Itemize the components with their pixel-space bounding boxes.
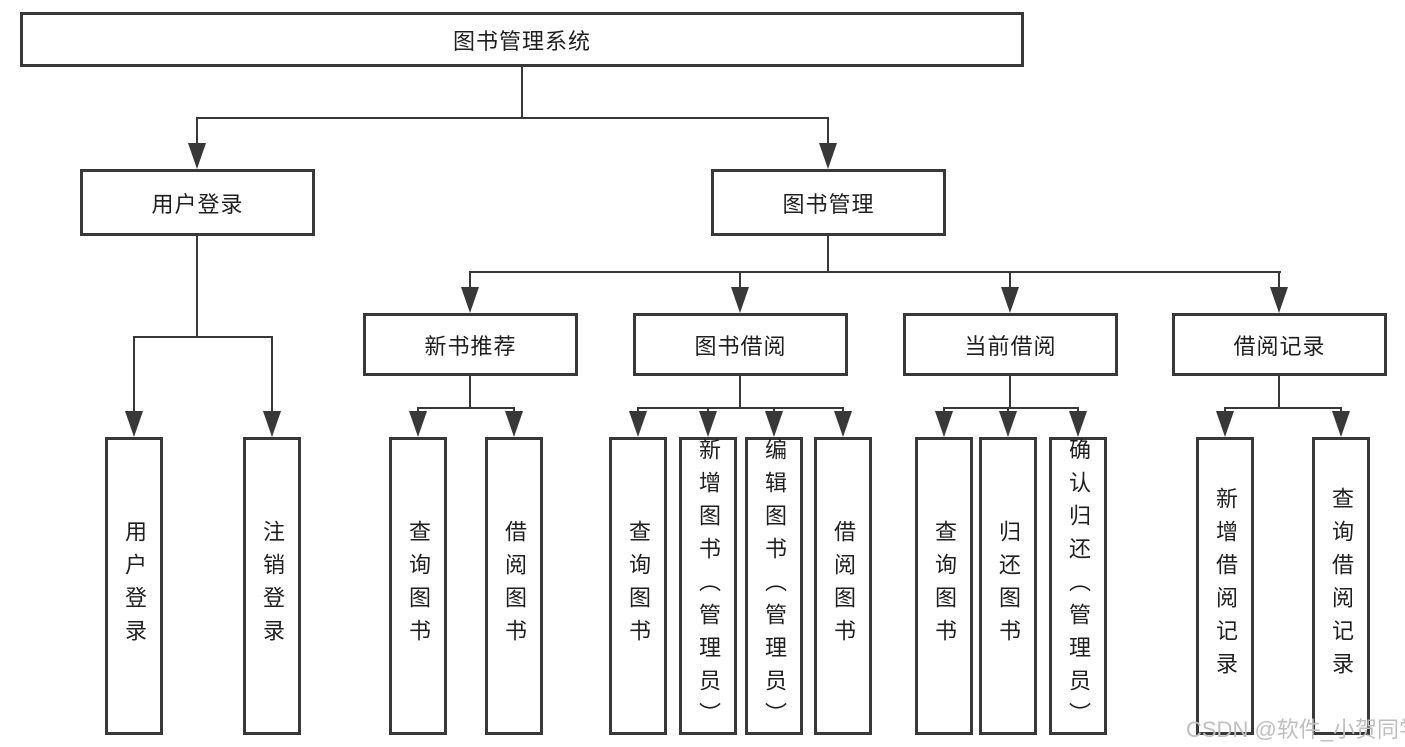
leaf-borrowing-borrow-books: 借阅图书	[814, 437, 872, 735]
connector-line	[196, 117, 198, 145]
connector-line	[827, 117, 829, 145]
leaf-records-add-record: 新增借阅记录	[1196, 437, 1254, 735]
leaf-borrowing-query-books: 查询图书	[609, 437, 667, 735]
connector-line	[1278, 271, 1280, 289]
arrow-down-icon	[188, 143, 206, 169]
connector-line	[469, 271, 1281, 273]
connector-line	[1278, 376, 1280, 409]
arrow-down-icon	[819, 143, 837, 169]
connector-line	[637, 407, 844, 409]
node-label: 新书推荐	[424, 333, 517, 359]
leaf-borrowing-add-books-admin: 新增图书（管理员）	[679, 437, 737, 735]
node-label: 编辑图书（管理员）	[762, 437, 787, 735]
connector-line	[1009, 271, 1011, 289]
arrow-down-icon	[1270, 287, 1288, 313]
node-library-system: 图书管理系统	[20, 12, 1024, 67]
connector-line	[773, 407, 775, 414]
node-label: 查询图书	[626, 520, 651, 652]
node-borrow-records: 借阅记录	[1172, 313, 1387, 376]
connector-line	[637, 407, 639, 414]
connector-line	[739, 271, 741, 289]
connector-line	[417, 407, 515, 409]
arrow-down-icon	[1332, 411, 1350, 437]
node-label: 当前借阅	[964, 333, 1057, 359]
connector-line	[271, 336, 273, 413]
arrow-down-icon	[1216, 411, 1234, 437]
arrow-down-icon	[629, 411, 647, 437]
connector-line	[417, 407, 419, 414]
leaf-recommend-borrow-books: 借阅图书	[485, 437, 543, 735]
node-label: 确认归还（管理员）	[1066, 437, 1091, 735]
arrow-down-icon	[1001, 287, 1019, 313]
node-label: 借阅图书	[831, 520, 856, 652]
arrow-down-icon	[461, 287, 479, 313]
connector-line	[469, 271, 471, 289]
leaf-recommend-query-books: 查询图书	[389, 437, 447, 735]
connector-line	[513, 407, 515, 414]
connector-line	[1340, 407, 1342, 414]
connector-line	[1077, 407, 1079, 414]
arrow-down-icon	[999, 411, 1017, 437]
node-label: 借阅记录	[1233, 333, 1326, 359]
arrow-down-icon	[505, 411, 523, 437]
node-label: 查询借阅记录	[1329, 487, 1354, 685]
node-book-management: 图书管理	[711, 169, 946, 236]
connector-line	[133, 336, 273, 338]
leaf-user-login: 用户登录	[105, 437, 163, 735]
arrow-down-icon	[731, 287, 749, 313]
leaf-logout: 注销登录	[243, 437, 301, 735]
leaf-records-query-record: 查询借阅记录	[1312, 437, 1370, 735]
leaf-borrowing-edit-books-admin: 编辑图书（管理员）	[745, 437, 803, 735]
connector-line	[943, 407, 945, 414]
node-user-login-branch: 用户登录	[80, 169, 315, 236]
connector-line	[739, 376, 741, 409]
connector-line	[469, 376, 471, 409]
node-label: 新增借阅记录	[1213, 487, 1238, 685]
node-label: 新增图书（管理员）	[696, 437, 721, 735]
connector-line	[1007, 407, 1009, 414]
arrow-down-icon	[263, 411, 281, 437]
connector-line	[196, 117, 829, 119]
arrow-down-icon	[1069, 411, 1087, 437]
node-label: 注销登录	[260, 520, 285, 652]
node-current-borrowing: 当前借阅	[903, 313, 1118, 376]
watermark: CSDN @软件_小贺同学	[1186, 717, 1405, 742]
node-label: 图书管理系统	[452, 28, 591, 54]
connector-line	[1224, 407, 1226, 414]
connector-line	[707, 407, 709, 414]
node-label: 归还图书	[996, 520, 1021, 652]
node-label: 查询图书	[932, 520, 957, 652]
node-label: 查询图书	[406, 520, 431, 652]
node-book-borrowing: 图书借阅	[633, 313, 848, 376]
arrow-down-icon	[125, 411, 143, 437]
node-new-book-recommend: 新书推荐	[363, 313, 578, 376]
arrow-down-icon	[409, 411, 427, 437]
connector-line	[196, 236, 198, 336]
connector-line	[521, 67, 523, 117]
connector-line	[827, 236, 829, 273]
arrow-down-icon	[699, 411, 717, 437]
node-label: 用户登录	[151, 191, 244, 217]
node-label: 用户登录	[122, 520, 147, 652]
connector-line	[842, 407, 844, 414]
connector-line	[943, 407, 1079, 409]
connector-line	[1224, 407, 1342, 409]
connector-line	[1009, 375, 1011, 409]
arrow-down-icon	[834, 411, 852, 437]
leaf-current-query-books: 查询图书	[915, 437, 973, 735]
node-label: 图书借阅	[694, 333, 787, 359]
arrow-down-icon	[765, 411, 783, 437]
connector-line	[133, 336, 135, 413]
leaf-current-return-books: 归还图书	[979, 437, 1037, 735]
node-label: 图书管理	[782, 191, 875, 217]
node-label: 借阅图书	[502, 520, 527, 652]
arrow-down-icon	[935, 411, 953, 437]
leaf-current-confirm-return-admin: 确认归还（管理员）	[1049, 437, 1107, 735]
